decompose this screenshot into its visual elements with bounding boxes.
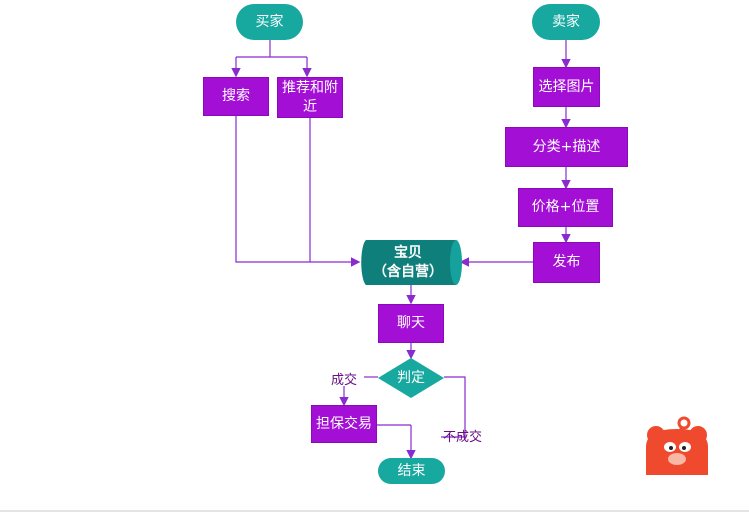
buyer-label: 买家 <box>255 13 284 30</box>
price-node[interactable]: 价格+位置 <box>518 188 613 227</box>
category-node[interactable]: 分类+描述 <box>505 127 628 167</box>
search-label: 搜索 <box>222 88 250 104</box>
publish-node[interactable]: 发布 <box>533 242 600 283</box>
judge-node[interactable]: 判定 <box>377 357 445 399</box>
search-to-item-arrow <box>235 116 361 267</box>
escrow-label: 担保交易 <box>316 415 372 432</box>
chat-label: 聊天 <box>397 315 425 331</box>
end-label: 结束 <box>397 462 426 479</box>
bottom-divider <box>0 510 749 512</box>
escrow-node[interactable]: 担保交易 <box>311 405 377 443</box>
deal-edge-label: 成交 <box>331 373 358 388</box>
search-node[interactable]: 搜索 <box>203 77 269 116</box>
judge-shape <box>378 358 444 398</box>
chat-node[interactable]: 聊天 <box>378 304 444 343</box>
bear-mascot-icon <box>646 416 708 475</box>
select-picture-label: 选择图片 <box>538 78 595 95</box>
item-storage-shape <box>361 240 462 285</box>
item-node[interactable]: 宝贝 （含自营） <box>360 239 456 287</box>
no-deal-edge-label: 不成交 <box>443 430 483 445</box>
item-label-line1: 宝贝 <box>394 245 422 261</box>
recommend-node[interactable]: 推荐和附 近 <box>277 77 343 118</box>
seller-node[interactable]: 卖家 <box>532 4 600 40</box>
recommend-label-line2: 近 <box>303 98 317 115</box>
judge-nodeal-line <box>441 376 466 438</box>
publish-label: 发布 <box>552 254 581 270</box>
end-node[interactable]: 结束 <box>378 458 445 484</box>
select-picture-node[interactable]: 选择图片 <box>533 67 600 107</box>
recommend-label-line1: 推荐和附 <box>282 79 338 96</box>
buyer-node[interactable]: 买家 <box>236 4 303 40</box>
price-label: 价格+位置 <box>531 199 600 215</box>
judge-label: 判定 <box>397 369 425 386</box>
category-label: 分类+描述 <box>532 138 601 155</box>
seller-label: 卖家 <box>552 13 580 30</box>
item-label-line2: （含自营） <box>373 264 443 280</box>
